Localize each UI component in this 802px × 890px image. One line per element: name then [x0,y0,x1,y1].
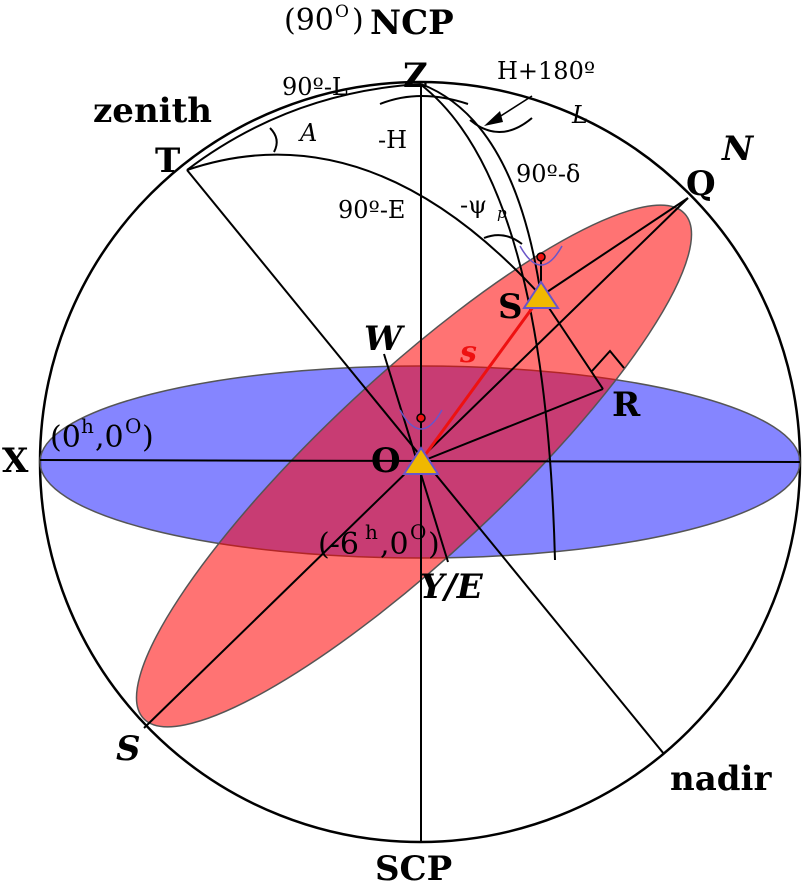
scp-label: SCP [375,849,452,885]
n-label: N [721,129,755,169]
x-coord-b: ,0 [95,420,124,455]
x-coord-a: (0 [50,420,81,455]
hour-circle-through-station [419,83,556,561]
station-s-label: S [498,287,523,327]
angle-h-arc [379,95,469,105]
r-label: R [612,385,641,425]
t-label: T [155,141,180,181]
s-to-r-line [540,295,604,390]
q-label: Q [686,164,716,204]
o-label: O [371,441,401,481]
angle-psi-arc [483,234,523,245]
ncp-prefix: (90 [284,3,334,38]
x-coord-sup2: O [125,414,141,438]
psi-subscript: p [497,204,507,222]
arc-zenith-to-ncp [186,83,422,171]
y-coord-a: (-6 [318,527,359,562]
elevation-complement-label: 90º-E [338,196,405,224]
y-coord-sup: h [365,520,378,544]
minus-h-label: -H [378,126,407,154]
antenna-o [399,409,443,475]
ncp-prefix-sup: O [335,2,349,22]
arc-zenith-to-station [186,153,542,297]
nadir-label: nadir [670,759,772,799]
azimuth-label: A [298,119,317,147]
angle-h180-arc [469,117,533,133]
l-label: L [571,101,588,129]
y-coord-c: ) [428,527,440,562]
ncp-label: NCP [370,3,454,43]
x-coord-c: ) [142,420,154,455]
station-to-q-line [540,197,689,297]
antenna-s [519,245,563,309]
h-plus-180-label: H+180º [497,57,595,85]
h180-pointer-arrow [484,95,533,126]
angle-a-arc [269,127,278,153]
declination-complement-label: 90º-δ [516,160,580,188]
z-label: Z [403,56,428,96]
y-e-label: Y/E [420,567,484,607]
y-coord-sup2: O [410,520,426,544]
baseline-vector [418,295,543,463]
antenna-s-triangle [522,280,560,309]
baseline-s-label: s [459,335,477,370]
w-label: W [364,319,405,359]
psi-label: -ψ [460,191,487,219]
latitude-complement-label: 90º-L [282,73,348,101]
antenna-o-triangle [402,446,440,475]
zenith-label: zenith [93,91,212,131]
s-pole-label: S [116,729,141,769]
arc-ncp-to-station [420,83,542,297]
x-label: X [2,441,29,481]
x-coord-sup: h [81,414,94,438]
y-coord-b: ,0 [380,527,409,562]
o-to-r-line [419,388,604,463]
right-angle-mark [591,349,625,372]
ncp-prefix-close: ) [352,3,364,38]
